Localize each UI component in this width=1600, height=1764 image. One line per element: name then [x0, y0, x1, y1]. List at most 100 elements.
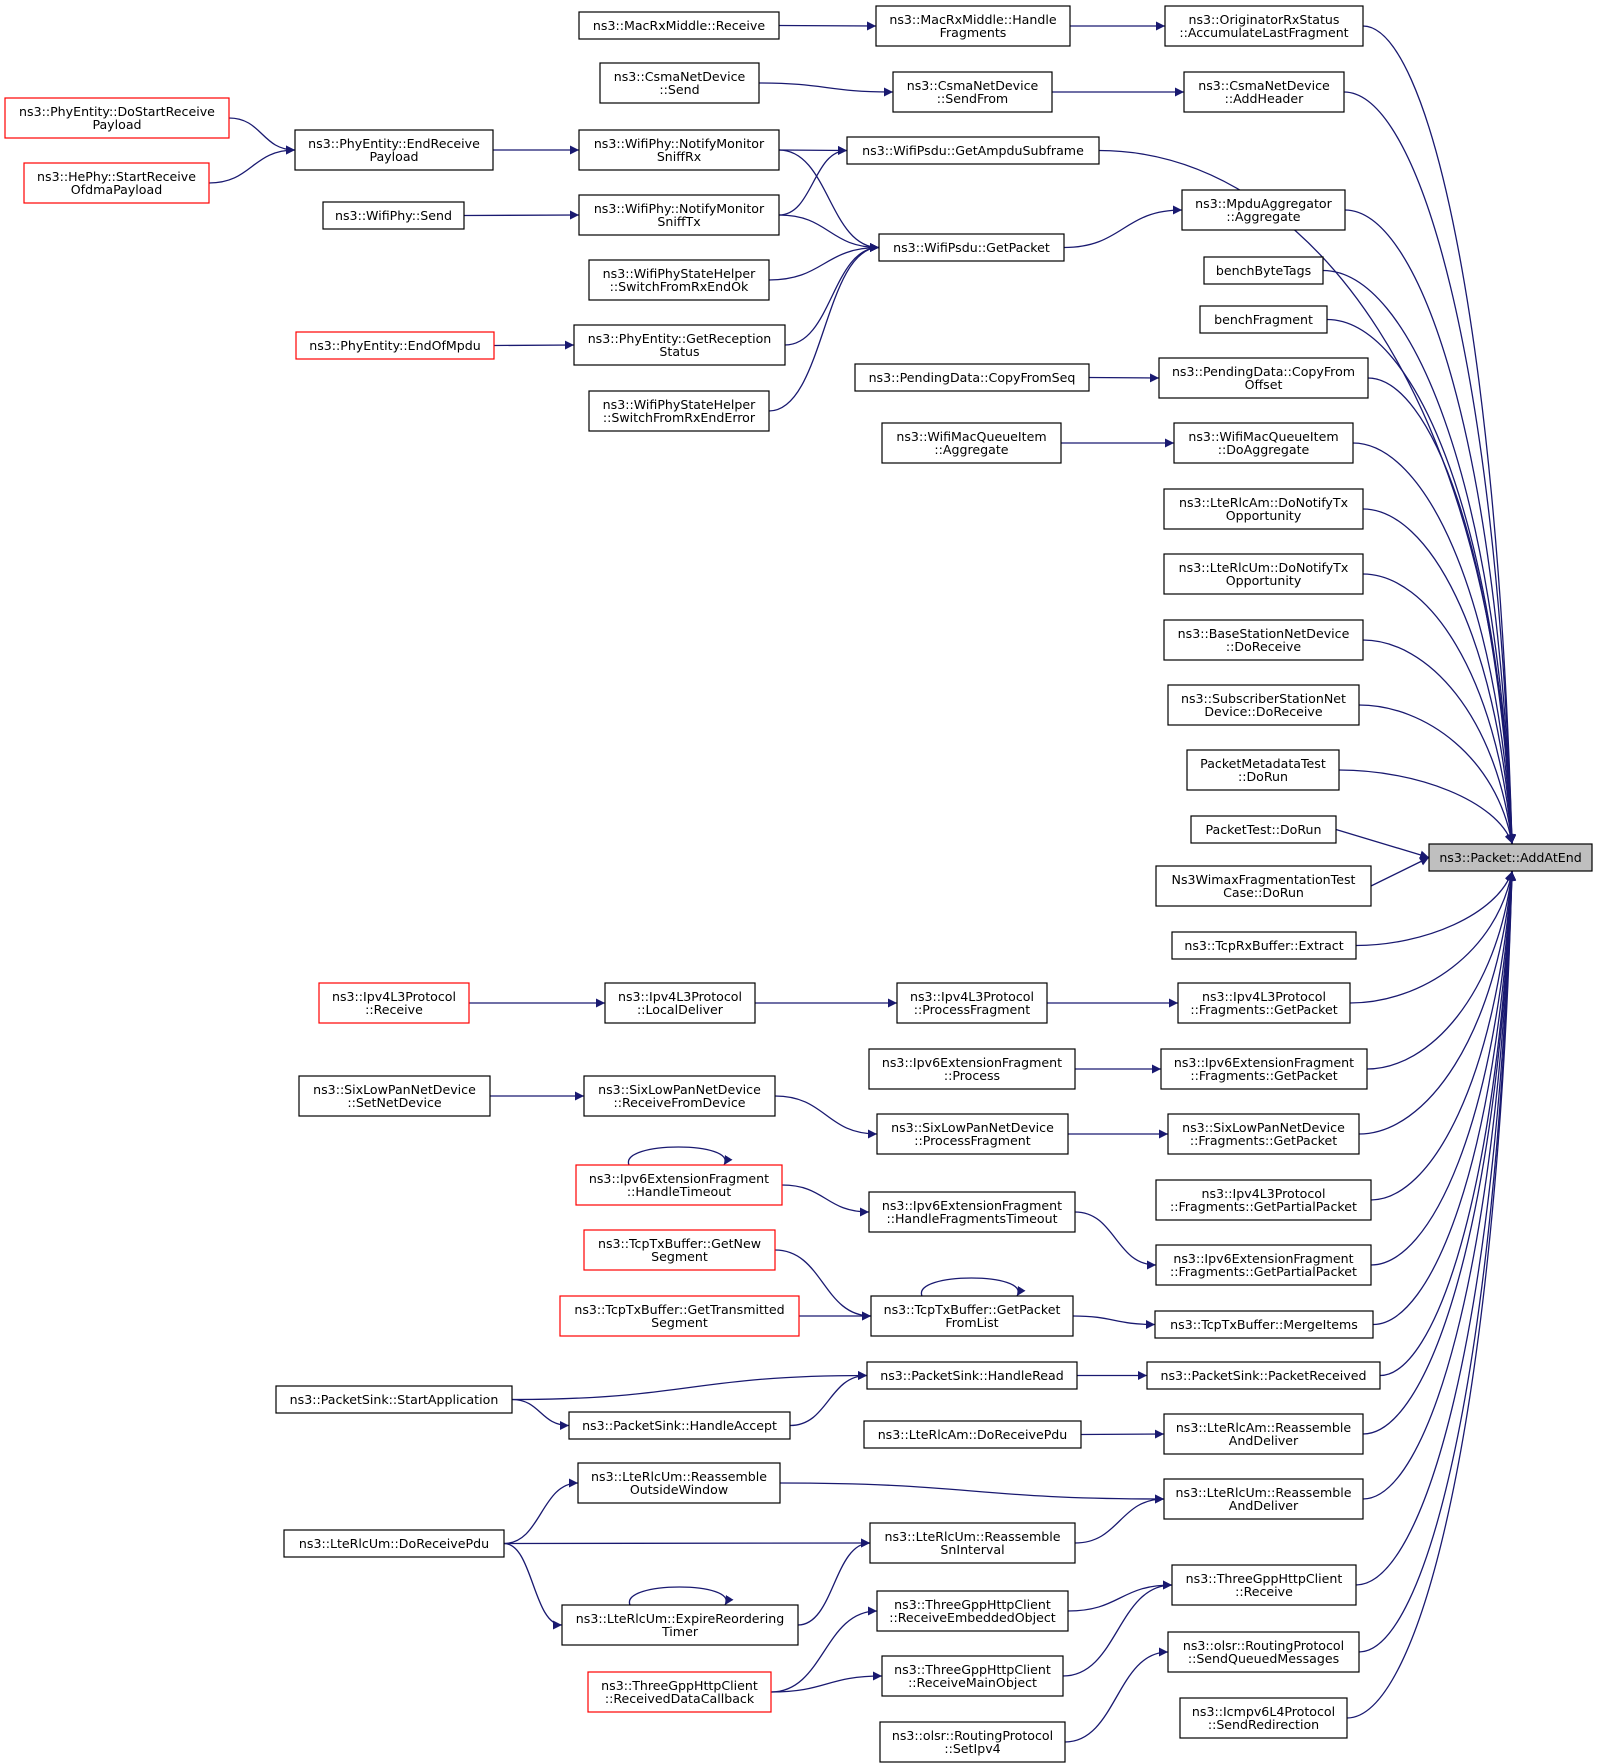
node-mpdu-aggregate[interactable]: ns3::MpduAggregator::Aggregate	[1181, 189, 1346, 231]
node-packetsink-packetreceived[interactable]: ns3::PacketSink::PacketReceived	[1146, 1361, 1381, 1390]
node-csma-sendfrom[interactable]: ns3::CsmaNetDevice::SendFrom	[892, 71, 1053, 113]
node-packetsink-handleaccept[interactable]: ns3::PacketSink::HandleAccept	[568, 1411, 791, 1440]
edge-lterlcum-doreceivepdu-to-lterlcum-expirereordering	[503, 1542, 563, 1630]
node-wifiphystate-switchrxok[interactable]: ns3::WifiPhyStateHelper::SwitchFromRxEnd…	[588, 259, 770, 301]
node-olsr-sendqueued[interactable]: ns3::olsr::RoutingProtocol::SendQueuedMe…	[1167, 1631, 1360, 1673]
node-label-line: ::SwitchFromRxEndError	[603, 410, 756, 425]
node-macrxmiddle-handlefrag[interactable]: ns3::MacRxMiddle::HandleFragments	[875, 5, 1071, 47]
node-ipv6extfrag-frag-getpartial[interactable]: ns3::Ipv6ExtensionFragment::Fragments::G…	[1155, 1244, 1372, 1286]
node-tcptxbuffer-mergeitems[interactable]: ns3::TcpTxBuffer::MergeItems	[1154, 1310, 1374, 1339]
node-ipv6extfrag-frag-getpacket[interactable]: ns3::Ipv6ExtensionFragment::Fragments::G…	[1160, 1048, 1368, 1090]
node-ipv4l3-frag-getpartial[interactable]: ns3::Ipv4L3Protocol::Fragments::GetParti…	[1155, 1179, 1372, 1221]
node-ipv4l3-receive[interactable]: ns3::Ipv4L3Protocol::Receive	[318, 982, 470, 1024]
node-root[interactable]: ns3::Packet::AddAtEnd	[1428, 843, 1593, 872]
node-wifiphystate-switchrxerr[interactable]: ns3::WifiPhyStateHelper::SwitchFromRxEnd…	[588, 390, 770, 432]
node-label-line: ns3::WifiPhy::NotifyMonitor	[594, 136, 765, 151]
edge-ipv6extfrag-frag-getpartial-to-root	[1370, 871, 1516, 1266]
node-ipv4l3-frag-getpacket[interactable]: ns3::Ipv4L3Protocol::Fragments::GetPacke…	[1177, 982, 1351, 1024]
edges-layer	[208, 21, 1517, 1743]
node-threegpp-receiveembedded[interactable]: ns3::ThreeGppHttpClient::ReceiveEmbedded…	[876, 1590, 1069, 1632]
node-sixlowpan-frag-getpacket[interactable]: ns3::SixLowPanNetDevice::Fragments::GetP…	[1167, 1113, 1360, 1155]
node-box	[298, 1075, 491, 1117]
node-threegpp-receiveddatacallback[interactable]: ns3::ThreeGppHttpClient::ReceivedDataCal…	[587, 1671, 772, 1713]
node-macrxmiddle-receive[interactable]: ns3::MacRxMiddle::Receive	[578, 11, 780, 40]
edge-lterlcam-reassemble-to-root	[1362, 871, 1517, 1435]
edge-ipv6extfrag-handlefragtimeout-to-ipv6extfrag-frag-getpartial	[1074, 1211, 1157, 1270]
edge-wimaxfrag-dorun-to-root	[1370, 856, 1430, 887]
node-packetsink-startapp[interactable]: ns3::PacketSink::StartApplication	[275, 1385, 513, 1414]
node-ipv6extfrag-handletimeout[interactable]: ns3::Ipv6ExtensionFragment::HandleTimeou…	[575, 1164, 783, 1206]
node-label-line: ns3::TcpRxBuffer::Extract	[1184, 938, 1343, 953]
node-ipv4l3-localdeliver[interactable]: ns3::Ipv4L3Protocol::LocalDeliver	[604, 982, 756, 1024]
node-pendingdata-copyfromseq[interactable]: ns3::PendingData::CopyFromSeq	[854, 363, 1090, 392]
node-label-line: ns3::olsr::RoutingProtocol	[892, 1728, 1053, 1743]
node-phyentity-endofmpdu[interactable]: ns3::PhyEntity::EndOfMpdu	[295, 331, 495, 360]
node-sixlowpan-receivefromdevice[interactable]: ns3::SixLowPanNetDevice::ReceiveFromDevi…	[583, 1075, 776, 1117]
node-box	[318, 982, 470, 1024]
node-packetmetadatatest-dorun[interactable]: PacketMetadataTest::DoRun	[1186, 749, 1340, 791]
edge-ipv6extfrag-handletimeout-to-ipv6extfrag-handletimeout	[628, 1146, 733, 1166]
node-csma-send[interactable]: ns3::CsmaNetDevice::Send	[599, 62, 760, 104]
node-label-line: ns3::BaseStationNetDevice	[1178, 626, 1350, 641]
node-box	[573, 324, 786, 366]
node-originator-accumulate[interactable]: ns3::OriginatorRxStatus::AccumulateLastF…	[1164, 5, 1364, 47]
node-box	[868, 1048, 1076, 1090]
node-csma-addheader[interactable]: ns3::CsmaNetDevice::AddHeader	[1183, 71, 1345, 113]
node-box	[283, 1529, 505, 1558]
node-wifimacqueue-doaggregate[interactable]: ns3::WifiMacQueueItem::DoAggregate	[1173, 422, 1354, 464]
node-ipv4l3-processfragment[interactable]: ns3::Ipv4L3Protocol::ProcessFragment	[896, 982, 1048, 1024]
edge-hephy-startreceive-to-phyentity-endreceive	[208, 145, 296, 184]
node-packetsink-handleread[interactable]: ns3::PacketSink::HandleRead	[866, 1361, 1078, 1390]
node-label-line: ns3::LteRlcUm::Reassemble	[885, 1529, 1061, 1544]
node-tcprxbuffer-extract[interactable]: ns3::TcpRxBuffer::Extract	[1171, 931, 1357, 960]
edge-olsr-sendqueued-to-root	[1358, 871, 1517, 1653]
node-wifipsdu-getpacket[interactable]: ns3::WifiPsdu::GetPacket	[878, 233, 1065, 262]
node-bench-bytetags[interactable]: benchByteTags	[1203, 256, 1324, 285]
node-label-line: ns3::Ipv4L3Protocol	[618, 989, 742, 1004]
node-box	[876, 1590, 1069, 1632]
node-bench-fragment[interactable]: benchFragment	[1199, 305, 1328, 334]
node-sixlowpan-processfragment[interactable]: ns3::SixLowPanNetDevice::ProcessFragment	[876, 1113, 1069, 1155]
node-lterlcam-doreceivepdu[interactable]: ns3::LteRlcAm::DoReceivePdu	[863, 1420, 1082, 1449]
node-ipv6extfrag-process[interactable]: ns3::Ipv6ExtensionFragment::Process	[868, 1048, 1076, 1090]
node-box	[870, 1295, 1074, 1337]
node-threegpp-receivemain[interactable]: ns3::ThreeGppHttpClient::ReceiveMainObje…	[881, 1655, 1064, 1697]
node-label-line: ::LocalDeliver	[637, 1002, 724, 1017]
node-sixlowpan-setnetdevice[interactable]: ns3::SixLowPanNetDevice::SetNetDevice	[298, 1075, 491, 1117]
node-label-line: PacketTest::DoRun	[1205, 822, 1321, 837]
node-icmpv6-sendredirect[interactable]: ns3::Icmpv6L4Protocol::SendRedirection	[1179, 1697, 1348, 1739]
node-wifiphy-send[interactable]: ns3::WifiPhy::Send	[322, 201, 465, 230]
edge-lterlcum-expirereordering-to-lterlcum-expirereordering	[629, 1586, 734, 1606]
node-threegpp-receive[interactable]: ns3::ThreeGppHttpClient::Receive	[1171, 1564, 1357, 1606]
node-label-line: ns3::HePhy::StartReceive	[37, 169, 196, 184]
node-ipv6extfrag-handlefragtimeout[interactable]: ns3::Ipv6ExtensionFragment::HandleFragme…	[868, 1191, 1076, 1233]
edge-pendingdata-copyfromoffset-to-root	[1367, 377, 1517, 844]
node-box	[294, 129, 494, 171]
node-olsr-setipv4[interactable]: ns3::olsr::RoutingProtocol::SetIpv4	[879, 1721, 1066, 1763]
node-wifimacqueue-aggregate[interactable]: ns3::WifiMacQueueItem::Aggregate	[881, 422, 1062, 464]
node-packettest-dorun[interactable]: PacketTest::DoRun	[1190, 815, 1337, 844]
node-label-line: ::ReceivedDataCallback	[605, 1691, 755, 1706]
node-lterlcum-doreceivepdu[interactable]: ns3::LteRlcUm::DoReceivePdu	[283, 1529, 505, 1558]
node-basestation-doreceive[interactable]: ns3::BaseStationNetDevice::DoReceive	[1163, 619, 1364, 661]
node-subscriber-doreceive[interactable]: ns3::SubscriberStationNetDevice::DoRecei…	[1167, 684, 1360, 726]
node-wifipsdu-getampdu[interactable]: ns3::WifiPsdu::GetAmpduSubframe	[846, 136, 1100, 165]
